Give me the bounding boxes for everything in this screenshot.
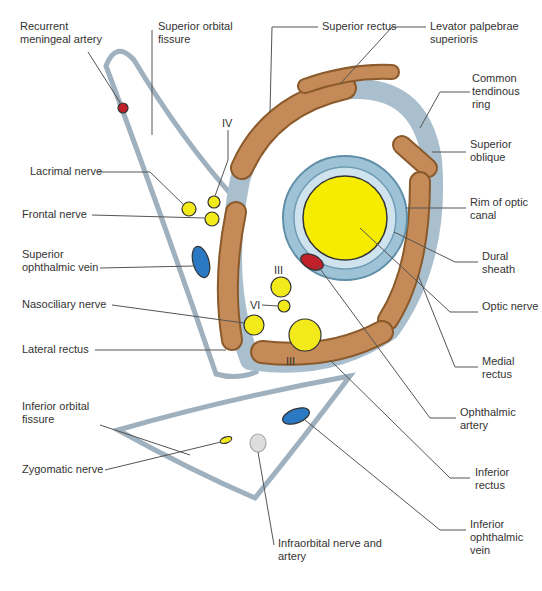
optic-nerve: [303, 176, 387, 260]
callout-label: Rim of optic canal: [470, 196, 540, 222]
callout-label: Nasociliary nerve: [22, 298, 112, 311]
callout-label: Superior orbital fissure: [158, 20, 238, 46]
leader-line: [100, 425, 190, 455]
leader-line: [270, 27, 318, 112]
callout-label: Infraorbital nerve and artery: [278, 537, 408, 563]
abducens-nerve: [278, 300, 290, 312]
leader-line: [100, 266, 194, 268]
trochlear-nerve: [208, 196, 220, 208]
callout-label: Frontal nerve: [22, 208, 102, 221]
callout-label: Lateral rectus: [22, 343, 102, 356]
nerve-group: [118, 103, 321, 452]
superior-rectus-muscle: [242, 88, 345, 168]
callout-label: Common tendinous ring: [472, 72, 540, 111]
oculomotor-inferior-division: [289, 319, 321, 351]
callout-label: Superior oblique: [470, 138, 540, 164]
callout-label: Superior rectus: [322, 20, 422, 33]
callout-label: VI: [250, 299, 266, 312]
lacrimal-nerve: [182, 202, 196, 216]
superior-oblique-muscle: [402, 145, 428, 168]
superior-orbital-fissure-shape: [106, 51, 256, 376]
leader-line: [318, 266, 456, 418]
callout-label: Superior ophthalmic vein: [22, 248, 107, 274]
leader-line: [112, 305, 244, 323]
callout-label: Medial rectus: [482, 355, 540, 381]
inferior-orbital-fissure-shape: [118, 376, 350, 498]
muscle-outline: [262, 332, 382, 354]
recurrent-meningeal-artery: [118, 103, 128, 113]
leader-line: [98, 172, 184, 205]
ophthalmic-artery: [298, 251, 326, 274]
callout-label: Recurrent meningeal artery: [20, 20, 110, 46]
leader-line: [215, 130, 228, 196]
leader-line: [406, 208, 466, 209]
leader-line: [418, 275, 478, 367]
callout-label: Optic nerve: [482, 300, 540, 313]
superior-ophthalmic-vein: [189, 244, 213, 279]
fissure-edge: [118, 376, 350, 430]
nasociliary-nerve: [244, 315, 264, 335]
leader-line: [88, 52, 121, 104]
muscle-outline: [402, 145, 428, 168]
leader-line: [420, 92, 470, 128]
callout-label: Lacrimal nerve: [30, 165, 110, 178]
leader-line: [92, 215, 205, 218]
callout-label: IV: [222, 117, 242, 130]
muscle-group: [228, 72, 428, 354]
leader-line: [330, 360, 470, 478]
infraorbital-nerve: [250, 434, 266, 452]
frontal-nerve: [205, 212, 219, 226]
callout-label: Ophthalmic artery: [460, 406, 536, 432]
callout-label: Levator palpebrae superioris: [430, 20, 530, 46]
leader-line: [432, 152, 466, 153]
leader-line: [305, 420, 466, 530]
common-tendinous-ring-shape: [232, 89, 433, 363]
callout-label: Dural sheath: [482, 250, 540, 276]
leader-line: [105, 442, 221, 470]
inferior-rectus-muscle: [262, 332, 382, 354]
leader-lines: [88, 27, 478, 545]
leader-line: [152, 30, 153, 135]
leader-line: [394, 232, 478, 262]
oculomotor-superior-division: [271, 277, 291, 297]
callout-label: Inferior orbital fissure: [22, 400, 102, 426]
muscle-outline: [242, 88, 345, 168]
leader-line: [95, 350, 226, 351]
leader-line: [258, 452, 274, 545]
leader-line: [262, 305, 278, 306]
callout-label: III: [274, 264, 294, 277]
leader-line: [340, 27, 426, 84]
inferior-ophthalmic-vein: [280, 405, 311, 428]
optic-canal-rim: [283, 156, 407, 280]
zygomatic-nerve: [219, 435, 232, 445]
callout-label: Inferior ophthalmic vein: [470, 518, 540, 557]
callout-label: III: [286, 355, 306, 368]
callout-label: Inferior rectus: [475, 466, 537, 492]
levator-muscle: [305, 72, 392, 86]
leader-line: [360, 228, 478, 312]
callout-label: Zygomatic nerve: [22, 463, 107, 476]
muscle-outline: [305, 72, 392, 86]
